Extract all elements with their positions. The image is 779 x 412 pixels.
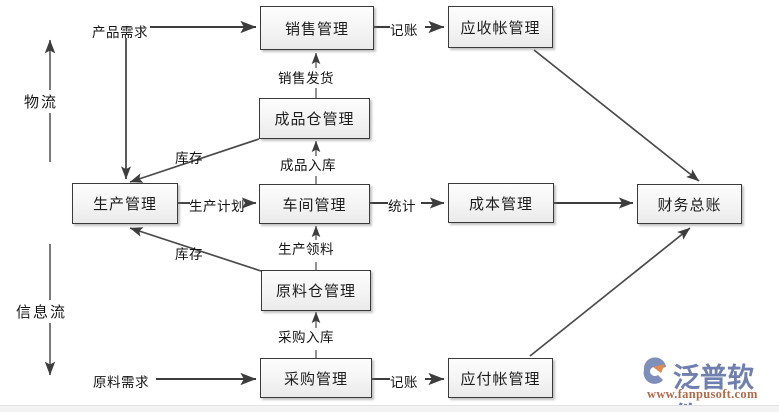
edge-label-stock-rm: 库存	[175, 247, 203, 262]
node-receivable-label: 应收帐管理	[460, 20, 541, 37]
edge-receivable-to-ledger	[533, 49, 700, 182]
node-sales[interactable]: 销售管理	[260, 6, 374, 50]
edge-label-fg-inbound: 成品入库	[280, 158, 336, 173]
node-cost[interactable]: 成本管理	[448, 183, 554, 223]
node-payable[interactable]: 应付帐管理	[448, 358, 553, 398]
edge-label-material-demand: 原料需求	[93, 375, 149, 390]
node-fg-warehouse[interactable]: 成品仓管理	[259, 98, 370, 139]
edge-label-stock-fg: 库存	[175, 151, 203, 166]
node-sales-label: 销售管理	[284, 21, 349, 38]
node-workshop[interactable]: 车间管理	[259, 184, 370, 224]
node-purchase-label: 采购管理	[283, 371, 348, 388]
edge-label-post-ar: 记账	[390, 23, 418, 38]
edge-label-production-plan: 生产计划	[189, 199, 245, 214]
bottom-divider	[0, 405, 779, 412]
edge-label-material-issue: 生产领料	[278, 242, 334, 257]
edge-label-statistics: 统计	[388, 199, 416, 214]
node-cost-label: 成本管理	[468, 196, 533, 213]
node-ledger[interactable]: 财务总账	[637, 184, 742, 224]
node-rm-warehouse[interactable]: 原料仓管理	[261, 270, 371, 311]
node-rm-warehouse-label: 原料仓管理	[275, 284, 356, 300]
node-ledger-label: 财务总账	[657, 197, 722, 214]
edge-label-product-demand: 产品需求	[92, 25, 148, 40]
flow-label-material-flow: 物流	[22, 90, 61, 113]
node-receivable[interactable]: 应收帐管理	[448, 6, 553, 48]
edge-label-sales-ship: 销售发货	[278, 71, 334, 86]
edge-label-post-ap: 记账	[390, 375, 418, 390]
edge-label-purchase-inbound: 采购入库	[278, 330, 334, 345]
fanpu-logo: 泛普软件 www.fanpusoft.com	[641, 354, 773, 412]
node-fg-warehouse-label: 成品仓管理	[274, 112, 355, 128]
node-purchase[interactable]: 采购管理	[260, 358, 372, 398]
node-payable-label: 应付帐管理	[460, 371, 541, 388]
edge-payable-to-ledger	[529, 227, 691, 357]
fanpu-logo-text: 泛普软件	[673, 363, 754, 412]
node-production[interactable]: 生产管理	[72, 183, 178, 224]
fanpu-logo-mark	[643, 357, 666, 384]
node-production-label: 生产管理	[92, 197, 157, 213]
node-workshop-label: 车间管理	[282, 197, 347, 214]
fanpu-logo-url: www.fanpusoft.com	[647, 387, 758, 401]
flow-label-information-flow: 信息流	[14, 300, 70, 323]
